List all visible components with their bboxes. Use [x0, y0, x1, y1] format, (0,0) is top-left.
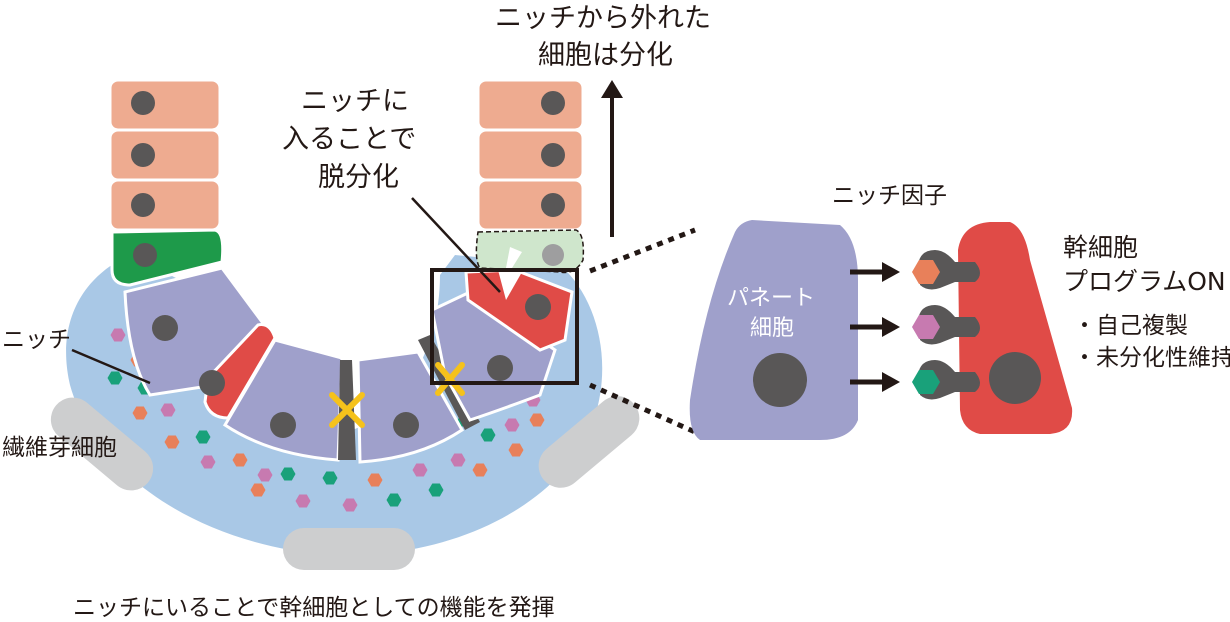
niche-factor-hexagon — [322, 471, 338, 485]
niche-factor-hexagon — [110, 328, 126, 342]
niche-factor-hexagon — [386, 493, 402, 507]
nucleus — [270, 412, 296, 438]
signal-arrow-head — [882, 372, 900, 392]
niche-factor-hexagon — [160, 403, 176, 417]
detached-cell — [475, 229, 585, 274]
enterocyte-cell — [108, 178, 222, 232]
niche-factor-hexagon — [200, 455, 216, 469]
signal-arrow-head — [882, 262, 900, 282]
paneth-label-line2: 細胞 — [750, 316, 794, 341]
enterocyte-cell — [476, 178, 585, 232]
enterocyte-cell — [476, 78, 585, 132]
nucleus — [393, 412, 419, 438]
paneth-cell — [356, 350, 464, 464]
nucleus — [989, 352, 1041, 404]
niche-factor-hexagon — [508, 443, 524, 457]
niche-label: ニッチ — [2, 327, 71, 353]
nucleus — [487, 355, 513, 381]
fibroblast-right — [538, 396, 640, 488]
detached-label-line2: 細胞は分化 — [538, 40, 673, 71]
enter-niche-label-line2: 入ることで — [282, 124, 416, 155]
niche-factor-hexagon — [232, 453, 248, 467]
enter-niche-label-line1: ニッチに — [301, 86, 409, 117]
nucleus — [541, 91, 565, 115]
nucleus — [753, 353, 807, 407]
detached-label-line1: ニッチから外れた — [495, 3, 711, 34]
left-enterocyte-column — [108, 78, 225, 287]
niche-factor-hexagon — [164, 435, 180, 449]
inhibition-mark — [435, 362, 465, 396]
nucleus — [542, 244, 564, 266]
arrow-head — [601, 80, 623, 98]
niche-factor-hexagon — [257, 468, 273, 482]
niche-factor-hexagon — [480, 428, 496, 442]
stem-program-label-line1: 幹細胞 — [1063, 233, 1138, 262]
factor-hexagon-orange — [912, 260, 940, 284]
stem-program-label-line2: プログラムON — [1063, 267, 1226, 296]
enter-niche-label-line3: 脱分化 — [318, 162, 399, 193]
nucleus — [131, 193, 155, 217]
enterocyte-cell — [476, 128, 585, 182]
crypt-cells — [123, 266, 574, 464]
progenitor-cell — [110, 228, 225, 287]
effect-undifferentiated: ・未分化性維持 — [1073, 345, 1230, 371]
nucleus — [541, 143, 565, 167]
niche-factor-hexagon — [295, 494, 311, 508]
pointer-line — [71, 348, 151, 385]
factor-hexagon-teal — [912, 370, 940, 394]
niche-factor-hexagon — [342, 498, 358, 512]
factor-hexagon-pink — [912, 315, 940, 339]
zoom-line-top — [589, 227, 696, 274]
niche-factor-hexagon — [250, 483, 266, 497]
right-enterocyte-column — [475, 78, 585, 300]
nucleus — [199, 370, 225, 396]
niche-factor-hexagon — [280, 467, 296, 481]
paneth-cell-detail — [689, 220, 858, 440]
fibroblast-bottom — [283, 528, 415, 570]
inhibition-mark — [329, 392, 365, 428]
niche-factor-hexagon — [529, 413, 545, 427]
paneth-cell-boxed — [430, 290, 557, 422]
niche-factor-hexagon — [132, 406, 148, 420]
fibroblast-left — [50, 397, 154, 491]
nucleus — [525, 294, 551, 320]
paneth-label-line1: パネート — [727, 286, 815, 311]
niche-factor-hexagon — [450, 453, 466, 467]
nucleus — [131, 143, 155, 167]
nucleus — [131, 91, 155, 115]
niche-factor-label: ニッチ因子 — [832, 183, 947, 209]
pointer-line — [411, 197, 501, 293]
nucleus — [152, 315, 178, 341]
signal-arrow-head — [882, 317, 900, 337]
enterocyte-cell — [108, 78, 222, 132]
caption: ニッチにいることで幹細胞としての機能を発揮 — [73, 595, 555, 621]
niche-factor-hexagon — [504, 418, 520, 432]
zoom-box — [430, 268, 579, 385]
enterocyte-cell — [108, 128, 222, 182]
niche-factor-hexagon — [195, 430, 211, 444]
niche-factor-hexagon — [428, 483, 444, 497]
nucleus — [133, 243, 157, 267]
fibroblast-label: 繊維芽細胞 — [2, 435, 117, 461]
niche-factor-hexagon — [412, 463, 428, 477]
niche-factor-hexagon — [107, 371, 123, 385]
dedifferentiation-arrow — [498, 247, 522, 300]
stem-cell-detail — [958, 222, 1073, 434]
effect-self-renewal: ・自己複製 — [1073, 313, 1188, 339]
niche-factor-hexagon — [472, 463, 488, 477]
paneth-cell — [222, 338, 344, 462]
nucleus — [541, 193, 565, 217]
niche-factor-hexagon — [367, 473, 383, 487]
